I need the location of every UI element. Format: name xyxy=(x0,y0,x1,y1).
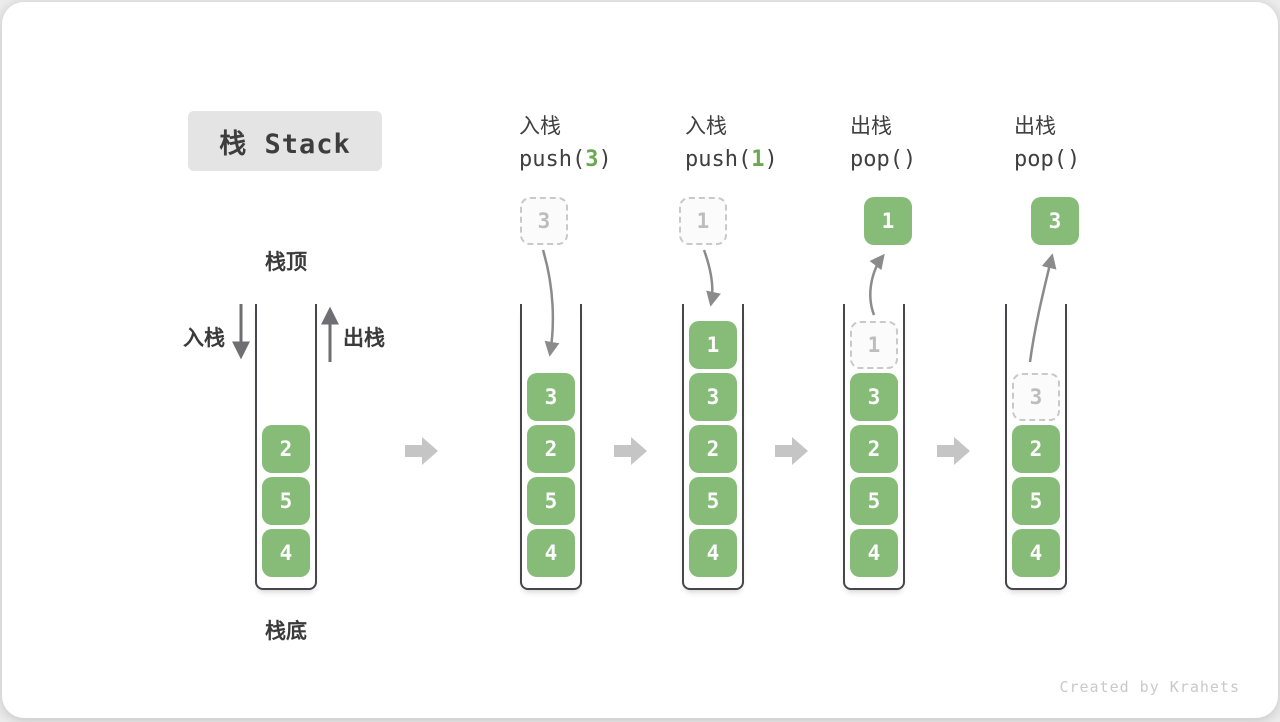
floating-element-box: 1 xyxy=(679,197,727,245)
step-arrow xyxy=(937,437,970,465)
stack-cell: 2 xyxy=(262,425,310,473)
stack-cell: 5 xyxy=(850,477,898,525)
stack-cell: 4 xyxy=(850,529,898,577)
stack-cell: 3 xyxy=(689,373,737,421)
stack-cell: 2 xyxy=(850,425,898,473)
code-fn: push( xyxy=(685,147,752,172)
stack-cell: 4 xyxy=(689,529,737,577)
stack-cell: 1 xyxy=(689,321,737,369)
stack-top-label: 栈顶 xyxy=(265,251,307,274)
operation-code: pop() xyxy=(1014,147,1080,172)
stack-cell: 2 xyxy=(1012,425,1060,473)
operation-name: 出栈 xyxy=(1014,115,1056,138)
operation-name: 入栈 xyxy=(519,115,561,138)
stack-cell: 2 xyxy=(527,425,575,473)
code-arg: 3 xyxy=(585,147,599,172)
code-close: ) xyxy=(1066,147,1081,172)
code-fn: push( xyxy=(519,147,586,172)
stack-cell: 2 xyxy=(689,425,737,473)
stack-bottom-label: 栈底 xyxy=(265,620,307,643)
pop-side-label: 出栈 xyxy=(343,327,385,350)
code-close: ) xyxy=(598,147,612,172)
title-badge: 栈 Stack xyxy=(188,111,382,171)
code-close: ) xyxy=(902,147,917,172)
operation-label-pop-1: 出栈 pop() xyxy=(850,110,916,172)
floating-element-box: 1 xyxy=(864,197,912,245)
stack-cell: 5 xyxy=(1012,477,1060,525)
step-arrow xyxy=(405,437,438,465)
watermark: Created by Krahets xyxy=(1059,678,1240,696)
operation-code: pop() xyxy=(850,147,916,172)
operation-label-pop-2: 出栈 pop() xyxy=(1014,110,1080,172)
stack-cell: 3 xyxy=(527,373,575,421)
step-arrow xyxy=(614,437,647,465)
stack-cell: 5 xyxy=(527,477,575,525)
code-fn: pop( xyxy=(850,147,903,172)
code-arg: 1 xyxy=(751,147,765,172)
code-close: ) xyxy=(764,147,778,172)
stack-cell: 4 xyxy=(262,529,310,577)
operation-code: push(1) xyxy=(685,147,778,172)
stack-cell: 1 xyxy=(850,321,898,369)
stack-cell: 5 xyxy=(262,477,310,525)
operation-label-push-3: 入栈 push(3) xyxy=(519,110,612,172)
title-text: 栈 Stack xyxy=(219,128,351,160)
operation-name: 出栈 xyxy=(850,115,892,138)
code-fn: pop( xyxy=(1014,147,1067,172)
stack-cell: 4 xyxy=(1012,529,1060,577)
operation-label-push-1: 入栈 push(1) xyxy=(685,110,778,172)
floating-element-box: 3 xyxy=(1031,197,1079,245)
stack-cell: 4 xyxy=(527,529,575,577)
step-arrow xyxy=(775,437,808,465)
stack-cell: 5 xyxy=(689,477,737,525)
operation-code: push(3) xyxy=(519,147,612,172)
push-side-label: 入栈 xyxy=(183,327,225,350)
floating-element-box: 3 xyxy=(520,197,568,245)
operation-name: 入栈 xyxy=(685,115,727,138)
stack-cell: 3 xyxy=(850,373,898,421)
stack-cell: 3 xyxy=(1012,373,1060,421)
